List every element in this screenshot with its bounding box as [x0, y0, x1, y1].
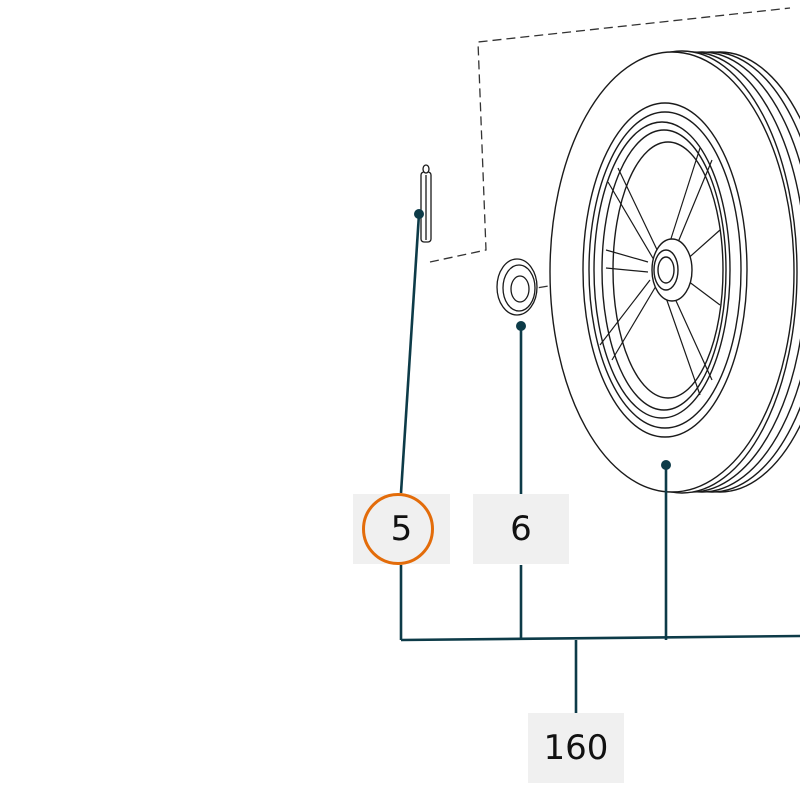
highlight-circle: [362, 493, 434, 565]
callout-text-160: 160: [543, 728, 609, 768]
wheel-part: [549, 50, 800, 494]
callout-label-160: 160: [528, 713, 624, 783]
callout-label-6: 6: [473, 494, 569, 564]
cotter-pin-part: [420, 164, 432, 243]
leader-lines: [399, 213, 800, 713]
leader-anchor-dots: [414, 209, 671, 470]
callout-text-6: 6: [510, 509, 532, 549]
washer-part: [496, 258, 538, 316]
dashed-guide-line: [429, 7, 791, 291]
